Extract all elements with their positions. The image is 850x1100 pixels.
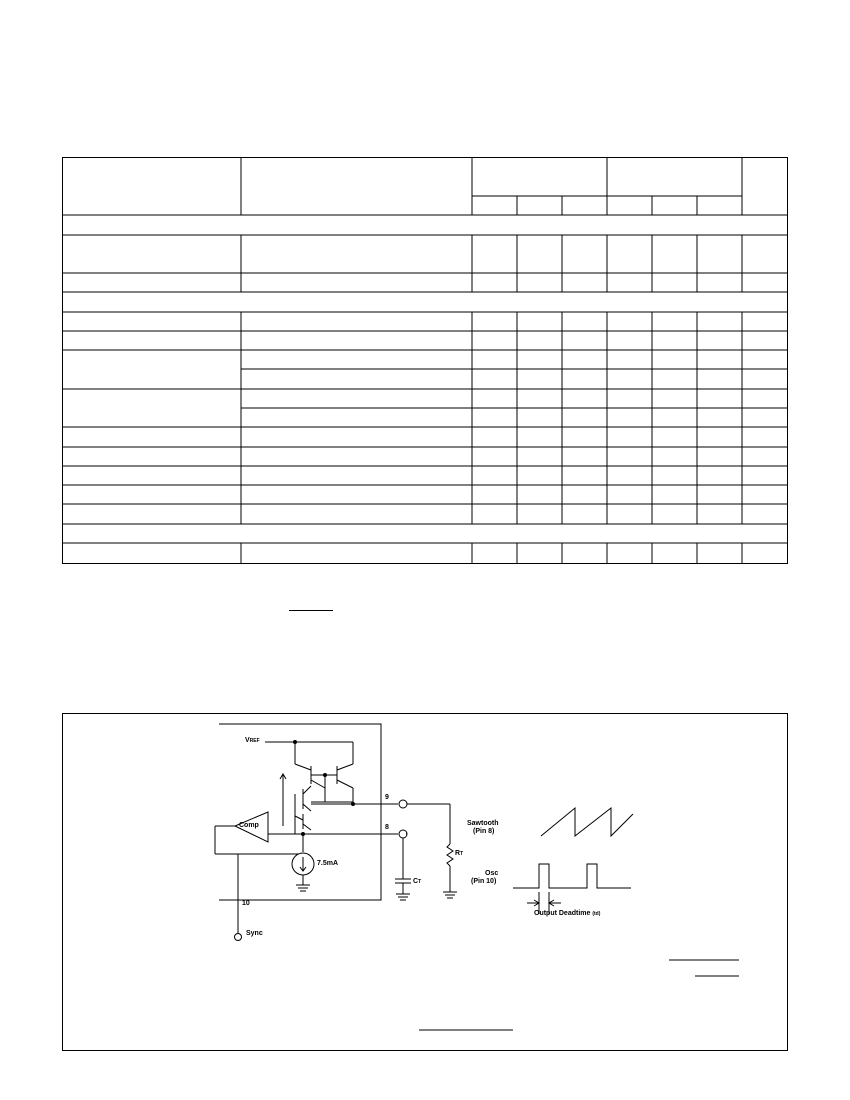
osc-label: Osc <box>485 870 499 877</box>
pin-8-label: 8 <box>385 824 389 831</box>
osc-pin-label: (Pin 10) <box>471 878 497 885</box>
table-grid <box>62 157 788 564</box>
oscillator-circuit-figure: VREF Comp 7.5mA 9 8 10 Sync RT CT Sawtoo… <box>62 713 788 1051</box>
rt-label: RT <box>455 850 464 857</box>
note-overline <box>289 610 333 611</box>
deadtime-label: Output Deadtime (td) <box>534 910 601 917</box>
pin-10-label: 10 <box>242 900 250 907</box>
sawtooth-pin-label: (Pin 8) <box>473 828 495 835</box>
oscillator-schematic <box>214 723 739 1031</box>
pin-9-label: 9 <box>385 794 389 801</box>
current-source-label: 7.5mA <box>317 860 339 867</box>
comp-label: Comp <box>239 822 259 829</box>
electrical-characteristics-table <box>62 157 788 564</box>
vref-label: VREF <box>245 737 260 744</box>
sawtooth-label: Sawtooth <box>467 820 499 827</box>
sync-label: Sync <box>246 930 263 937</box>
ct-label: CT <box>413 878 422 885</box>
